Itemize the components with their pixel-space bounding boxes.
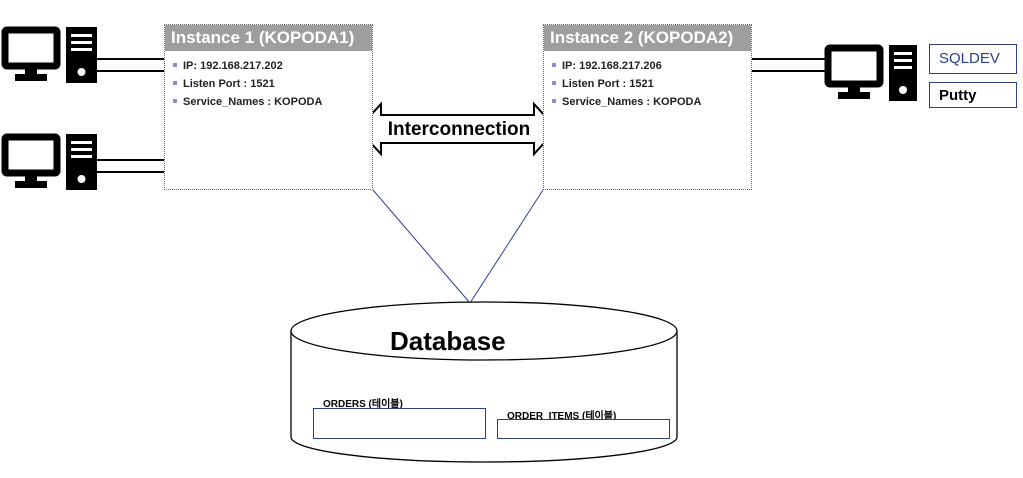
putty-box: Putty xyxy=(929,82,1017,108)
instance-2-box: Instance 2 (KOPODA2) IP: 192.168.217.206… xyxy=(543,24,752,190)
instance-1-service: Service_Names : KOPODA xyxy=(173,93,372,111)
sqldev-box: SQLDEV xyxy=(929,44,1017,74)
client-connectors-right xyxy=(752,58,826,72)
order-items-table-label: ORDER_ITEMS (테이블) xyxy=(507,411,617,422)
bullet-icon xyxy=(552,63,556,68)
instance-2-title: Instance 2 (KOPODA2) xyxy=(544,25,751,51)
client-connectors-left xyxy=(96,58,165,173)
database-title: Database xyxy=(390,326,506,356)
desktop-computer-icon xyxy=(1,26,97,83)
order-items-table-box xyxy=(497,419,670,439)
bullet-icon xyxy=(173,63,177,68)
instance-2-properties: IP: 192.168.217.206 Listen Port : 1521 S… xyxy=(544,57,751,111)
db-link-lines xyxy=(372,189,544,304)
instance-1-port: Listen Port : 1521 xyxy=(173,75,372,93)
client-computer-1 xyxy=(1,26,97,83)
bullet-icon xyxy=(552,81,556,86)
bullet-icon xyxy=(173,99,177,104)
instance-1-box: Instance 1 (KOPODA1) IP: 192.168.217.202… xyxy=(164,24,373,190)
bullet-icon xyxy=(552,99,556,104)
instance-2-ip: IP: 192.168.217.206 xyxy=(552,57,751,75)
instance-1-ip: IP: 192.168.217.202 xyxy=(173,57,372,75)
instance-2-port: Listen Port : 1521 xyxy=(552,75,751,93)
desktop-computer-icon xyxy=(824,44,917,101)
orders-table-label: ORDERS (테이블) xyxy=(323,399,403,410)
desktop-computer-icon xyxy=(1,133,97,190)
interconnection-label: Interconnection xyxy=(388,119,531,140)
orders-table-box xyxy=(313,408,486,439)
client-computer-3 xyxy=(824,44,917,101)
client-computer-2 xyxy=(1,133,97,190)
instance-1-properties: IP: 192.168.217.202 Listen Port : 1521 S… xyxy=(165,57,372,111)
instance-2-service: Service_Names : KOPODA xyxy=(552,93,751,111)
bullet-icon xyxy=(173,81,177,86)
instance-1-title: Instance 1 (KOPODA1) xyxy=(165,25,372,51)
